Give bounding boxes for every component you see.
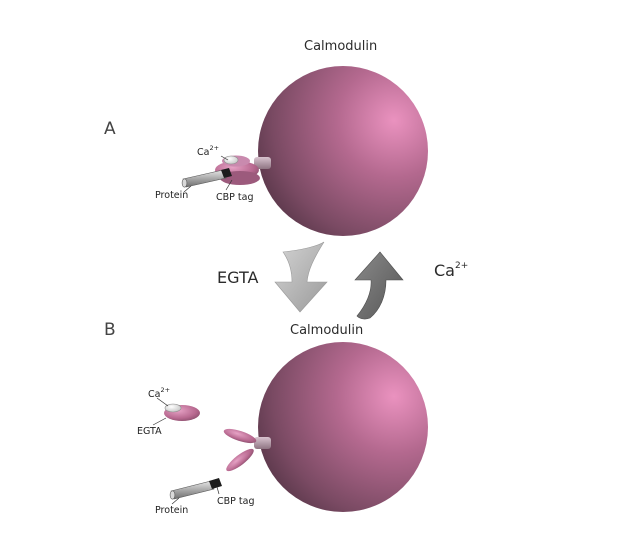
panel-b: B Calmodulin Ca2+ EGTA Protein CBP tag <box>104 320 428 516</box>
calmodulin-sphere-a <box>258 66 428 236</box>
panel-b-letter: B <box>104 320 116 340</box>
ca-label-a: Ca2+ <box>197 144 219 158</box>
panel-a: A Calmodulin Ca2+ Protein CBP tag <box>104 39 428 236</box>
egta-label-b: EGTA <box>137 426 162 437</box>
calcium-transition-label: Ca2+ <box>434 261 468 280</box>
calmodulin-sphere-b <box>258 342 428 512</box>
calcium-ion-a <box>223 155 239 165</box>
ca-leader-a <box>220 155 229 161</box>
protein-label-b: Protein <box>155 505 188 516</box>
cbp-tag-label-b: CBP tag <box>217 496 254 507</box>
panel-a-calmodulin-title: Calmodulin <box>304 39 377 54</box>
calmodulin-open-lobes-b <box>223 428 257 472</box>
calcium-binding-arrow <box>354 251 404 320</box>
panel-a-letter: A <box>104 119 116 139</box>
protein-rod-a <box>181 168 232 188</box>
calmodulin-connector-b <box>254 437 271 449</box>
tag-leader-b <box>216 486 220 495</box>
panel-b-calmodulin-title: Calmodulin <box>290 323 363 338</box>
egta-leader-b <box>152 417 167 426</box>
protein-leader-b <box>171 497 180 505</box>
egta-removal-arrow <box>274 241 328 313</box>
calmodulin-connector-a <box>254 157 271 169</box>
protein-leader-a <box>183 185 192 193</box>
egta-transition-label: EGTA <box>217 268 258 287</box>
protein-label-a: Protein <box>155 190 188 201</box>
ca-leader-b <box>156 397 169 407</box>
ca-label-b: Ca2+ <box>148 386 170 400</box>
transition-arrows: EGTA Ca2+ <box>217 241 468 320</box>
calcium-ion-b <box>164 403 182 413</box>
tag-leader-a <box>225 179 233 191</box>
protein-rod-b <box>169 478 222 500</box>
cbp-tag-label-a: CBP tag <box>216 192 253 203</box>
